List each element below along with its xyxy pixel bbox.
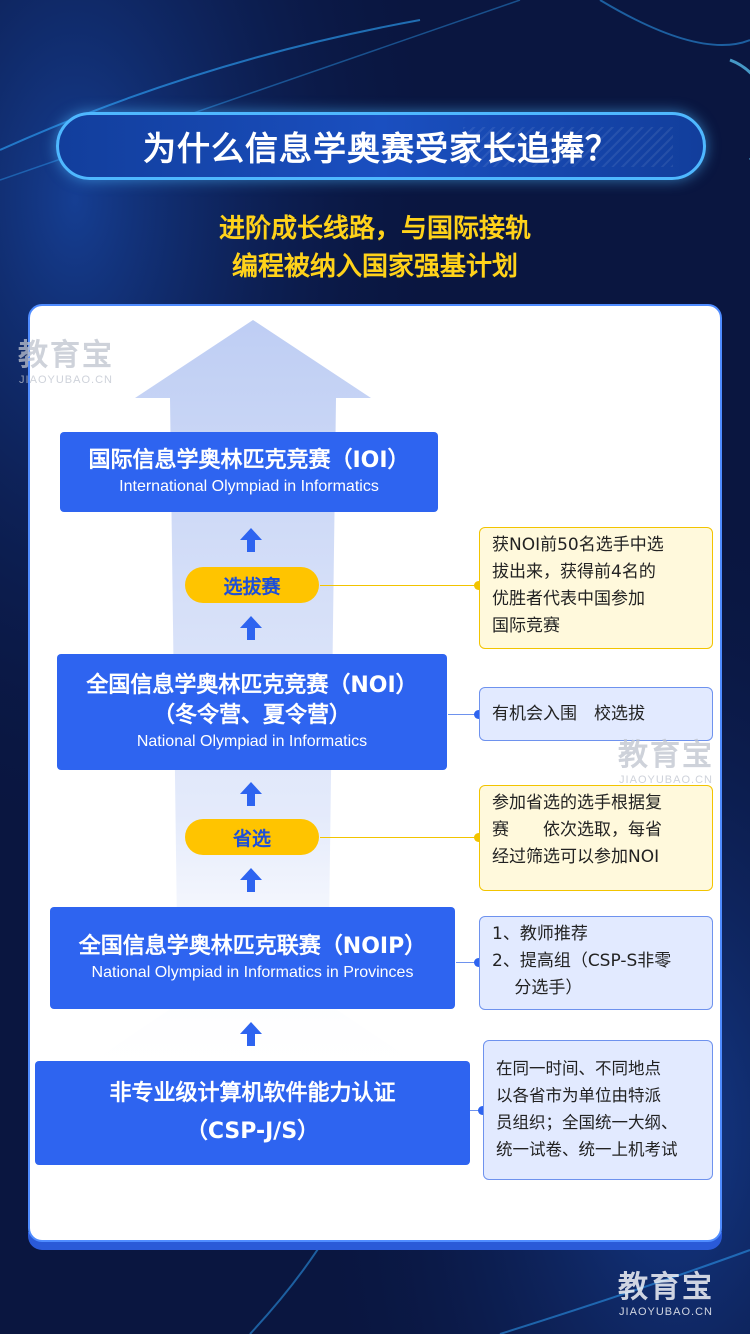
note-line: 拔出来，获得前4名的 (492, 562, 656, 582)
note-line: 1、教师推荐 (492, 924, 588, 944)
level-noi-en: National Olympiad in Informatics (136, 733, 368, 750)
note-line: 2、提高组（CSP-S非零 (492, 951, 672, 971)
level-ioi-cn: 国际信息学奥林匹克竞赛（IOI） (88, 448, 410, 473)
watermark-top: 教育宝 JIAOYUBAO.CN (18, 339, 114, 386)
note-line: 参加省选的选手根据复 (492, 793, 662, 813)
up-arrow-icon (240, 528, 262, 552)
stage-provincial-label: 省选 (232, 827, 271, 850)
level-csp-code: （CSP-J/S） (185, 1119, 320, 1144)
level-noi-box: 全国信息学奥林匹克竞赛（NOI） （冬令营、夏令营） National Olym… (57, 654, 447, 770)
level-ioi-box: 国际信息学奥林匹克竞赛（IOI） International Olympiad … (60, 432, 438, 512)
title-banner: 为什么信息学奥赛受家长追捧？ (56, 112, 706, 180)
connector-provincial (320, 837, 480, 838)
note-line: 以各省市为单位由特派 (496, 1086, 661, 1105)
stage-selection-pill: 选拔赛 (185, 567, 319, 603)
level-ioi-en: International Olympiad in Informatics (119, 478, 379, 495)
note-line: 赛 依次选取，每省 (492, 820, 662, 840)
connector-csp (470, 1110, 484, 1111)
note-line: 获NOI前50名选手中选 (492, 535, 664, 555)
page-title: 为什么信息学奥赛受家长追捧？ (143, 129, 619, 168)
note-line: 统一试卷、统一上机考试 (496, 1140, 678, 1159)
note-noi: 有机会入围 校选拔 (479, 687, 713, 741)
decorative-stripes (463, 127, 673, 167)
level-csp-cn: 非专业级计算机软件能力认证 (109, 1081, 396, 1106)
note-line: 经过筛选可以参加NOI (492, 847, 660, 867)
note-line: 优胜者代表中国参加 (492, 589, 645, 609)
stage-provincial-pill: 省选 (185, 819, 319, 855)
note-line: 国际竞赛 (492, 616, 560, 636)
note-noip: 1、教师推荐 2、提高组（CSP-S非零 分选手） (479, 916, 713, 1010)
up-arrow-icon (240, 782, 262, 806)
connector-noi (448, 714, 480, 715)
connector-dot (478, 1106, 487, 1115)
note-csp: 在同一时间、不同地点 以各省市为单位由特派 员组织；全国统一大纲、 统一试卷、统… (483, 1040, 713, 1180)
subtitle-line-1: 进阶成长线路，与国际接轨 (218, 214, 531, 244)
note-line: 员组织；全国统一大纲、 (496, 1113, 678, 1132)
connector-ioi (320, 585, 480, 586)
note-ioi: 获NOI前50名选手中选 拔出来，获得前4名的 优胜者代表中国参加 国际竞赛 (479, 527, 713, 649)
level-csp-box: 非专业级计算机软件能力认证 （CSP-J/S） (35, 1061, 470, 1165)
connector-dot (474, 833, 483, 842)
stage-selection-label: 选拔赛 (223, 575, 281, 598)
subtitle-line-2: 编程被纳入国家强基计划 (231, 252, 518, 282)
level-noip-box: 全国信息学奥林匹克联赛（NOIP） National Olympiad in I… (50, 907, 455, 1009)
level-noip-en: National Olympiad in Informatics in Prov… (91, 964, 414, 981)
connector-dot (474, 581, 483, 590)
up-arrow-icon (240, 1022, 262, 1046)
note-provincial: 参加省选的选手根据复 赛 依次选取，每省 经过筛选可以参加NOI (479, 785, 713, 891)
connector-dot (474, 958, 483, 967)
up-arrow-icon (240, 616, 262, 640)
connector-dot (474, 710, 483, 719)
note-line: 分选手） (492, 978, 583, 998)
level-noi-camps: （冬令营、夏令营） (152, 703, 351, 728)
watermark-middle: 教育宝 JIAOYUBAO.CN (618, 739, 714, 786)
watermark-bottom: 教育宝 JIAOYUBAO.CN (618, 1271, 714, 1318)
connector-noip (456, 962, 480, 963)
note-line: 有机会入围 校选拔 (492, 703, 645, 724)
level-noip-cn: 全国信息学奥林匹克联赛（NOIP） (78, 934, 427, 959)
up-arrow-icon (240, 868, 262, 892)
note-line: 在同一时间、不同地点 (496, 1059, 661, 1078)
level-noi-cn: 全国信息学奥林匹克竞赛（NOI） (86, 673, 418, 698)
